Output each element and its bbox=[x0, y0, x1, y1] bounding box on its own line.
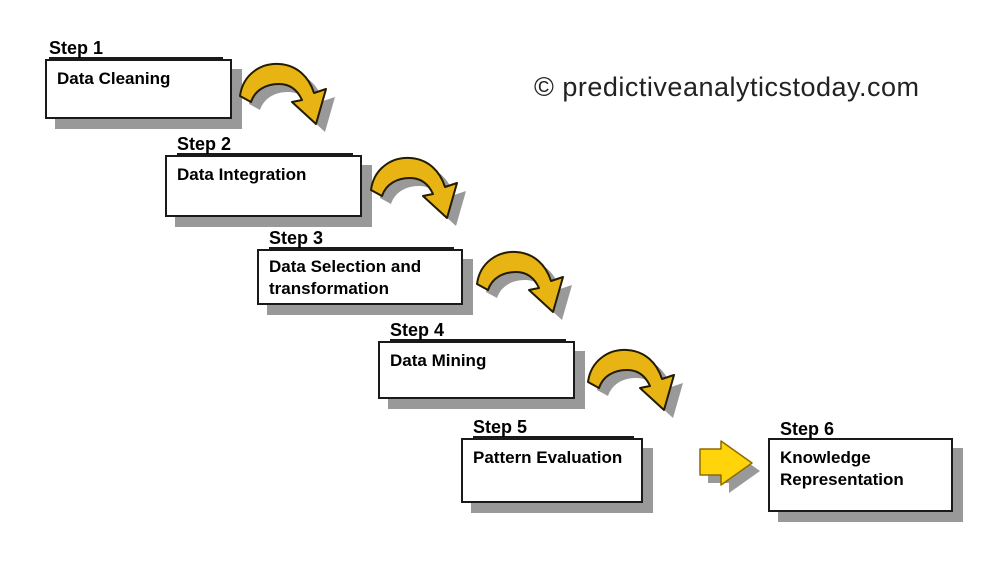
step-4-label: Step 4 bbox=[390, 321, 566, 341]
step-4: Step 4 Data Mining bbox=[378, 321, 575, 399]
step-6-box: Knowledge Representation bbox=[768, 438, 953, 512]
right-arrow-body bbox=[699, 440, 753, 486]
step-3-label: Step 3 bbox=[269, 229, 454, 249]
step-1-box: Data Cleaning bbox=[45, 59, 232, 119]
step-2: Step 2 Data Integration bbox=[165, 135, 362, 217]
curved-swoosh-arrow-icon bbox=[370, 156, 466, 226]
step-2-box: Data Integration bbox=[165, 155, 362, 217]
curved-swoosh-arrow-icon bbox=[476, 250, 572, 320]
right-block-arrow-icon bbox=[699, 440, 760, 493]
step-2-label: Step 2 bbox=[177, 135, 353, 155]
curved-arrow-body bbox=[370, 156, 458, 219]
step-3-title: Data Selection and transformation bbox=[269, 257, 422, 298]
watermark-text: © predictiveanalyticstoday.com bbox=[534, 72, 920, 102]
step-5-label: Step 5 bbox=[473, 418, 634, 438]
step-6: Step 6 Knowledge Representation bbox=[768, 420, 953, 512]
step-3-box: Data Selection and transformation bbox=[257, 249, 463, 305]
step-1-title: Data Cleaning bbox=[57, 69, 171, 88]
step-1: Step 1 Data Cleaning bbox=[45, 39, 232, 119]
step-5: Step 5 Pattern Evaluation bbox=[461, 418, 643, 503]
step-1-label: Step 1 bbox=[49, 39, 223, 59]
step-3: Step 3 Data Selection and transformation bbox=[257, 229, 463, 305]
curved-swoosh-arrow-icon bbox=[239, 62, 335, 132]
curved-arrow-body bbox=[239, 62, 327, 125]
step-2-title: Data Integration bbox=[177, 165, 307, 184]
curved-arrow-body bbox=[476, 250, 564, 313]
step-4-title: Data Mining bbox=[390, 351, 487, 370]
step-4-box: Data Mining bbox=[378, 341, 575, 399]
curved-arrow-body bbox=[587, 348, 675, 411]
step-5-title: Pattern Evaluation bbox=[473, 448, 623, 467]
step-6-label: Step 6 bbox=[780, 419, 835, 439]
step-6-title: Knowledge Representation bbox=[780, 448, 904, 489]
curved-swoosh-arrow-icon bbox=[587, 348, 683, 418]
step-5-box: Pattern Evaluation bbox=[461, 438, 643, 503]
